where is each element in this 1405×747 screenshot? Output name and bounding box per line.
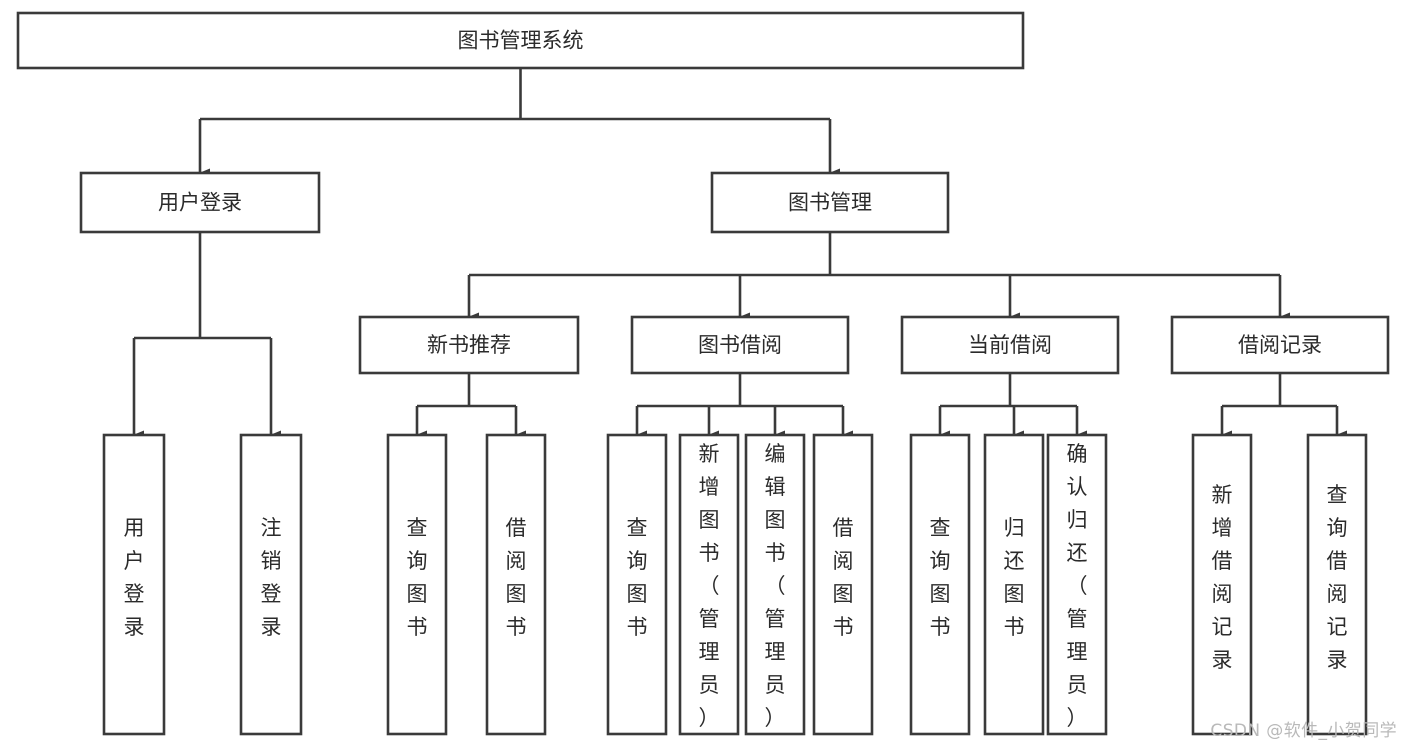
node-box <box>485 433 547 736</box>
node-label: 注销登录 <box>261 516 282 639</box>
node-label: 图书管理系统 <box>458 29 584 53</box>
node-leaf-recommend-borrow-book[interactable]: 借阅图书 <box>485 433 547 736</box>
node-box <box>1191 433 1253 736</box>
node-leaf-current-query-book[interactable]: 查询图书 <box>909 433 971 736</box>
node-new-book-recommend[interactable]: 新书推荐 <box>358 315 580 375</box>
node-leaf-borrow-borrow-book[interactable]: 借阅图书 <box>812 433 874 736</box>
node-book-manage[interactable]: 图书管理 <box>710 171 950 234</box>
node-box <box>630 315 850 375</box>
node-box <box>909 433 971 736</box>
node-box <box>16 11 1025 70</box>
node-leaf-record-query[interactable]: 查询借阅记录 <box>1306 433 1368 736</box>
node-current-borrow[interactable]: 当前借阅 <box>900 315 1120 375</box>
node-leaf-borrow-edit-book[interactable]: 编辑图书（管理员） <box>744 433 806 736</box>
node-label: 借阅记录 <box>1238 333 1322 357</box>
node-box <box>900 315 1120 375</box>
node-leaf-record-add[interactable]: 新增借阅记录 <box>1191 433 1253 736</box>
node-label: 新书推荐 <box>427 333 511 357</box>
node-label: 图书借阅 <box>698 333 782 357</box>
node-label: 确认归还（管理员） <box>1067 442 1088 730</box>
node-label: 查询图书 <box>930 516 951 639</box>
node-label: 归还图书 <box>1004 516 1025 639</box>
node-leaf-current-return-book[interactable]: 归还图书 <box>983 433 1045 736</box>
node-box <box>812 433 874 736</box>
node-label: 查询图书 <box>407 516 428 639</box>
node-leaf-user-logout[interactable]: 注销登录 <box>239 433 303 736</box>
node-box <box>710 171 950 234</box>
node-leaf-borrow-query-book[interactable]: 查询图书 <box>606 433 668 736</box>
node-label: 当前借阅 <box>968 333 1052 357</box>
node-label: 新增借阅记录 <box>1212 483 1233 672</box>
node-box <box>358 315 580 375</box>
node-borrow-record[interactable]: 借阅记录 <box>1170 315 1390 375</box>
node-leaf-user-login[interactable]: 用户登录 <box>102 433 166 736</box>
node-label: 新增图书（管理员） <box>699 442 720 730</box>
node-label: 查询借阅记录 <box>1327 483 1348 672</box>
node-root[interactable]: 图书管理系统 <box>16 11 1025 70</box>
node-box <box>983 433 1045 736</box>
node-box <box>239 433 303 736</box>
node-label: 编辑图书（管理员） <box>765 442 786 730</box>
nodes-layer: 图书管理系统用户登录图书管理新书推荐图书借阅当前借阅借阅记录用户登录注销登录查询… <box>16 11 1390 736</box>
node-leaf-current-confirm-return[interactable]: 确认归还（管理员） <box>1046 433 1108 736</box>
node-label: 借阅图书 <box>833 516 854 639</box>
node-box <box>1170 315 1390 375</box>
node-box <box>79 171 321 234</box>
node-box <box>1306 433 1368 736</box>
node-leaf-recommend-query-book[interactable]: 查询图书 <box>386 433 448 736</box>
node-label: 查询图书 <box>627 516 648 639</box>
node-box <box>606 433 668 736</box>
node-user-login[interactable]: 用户登录 <box>79 171 321 234</box>
node-box <box>102 433 166 736</box>
node-label: 用户登录 <box>158 191 242 215</box>
node-box <box>1046 433 1108 736</box>
node-label: 图书管理 <box>788 191 872 215</box>
node-label: 借阅图书 <box>506 516 527 639</box>
node-box <box>744 433 806 736</box>
node-leaf-borrow-add-book[interactable]: 新增图书（管理员） <box>678 433 740 736</box>
node-book-borrow[interactable]: 图书借阅 <box>630 315 850 375</box>
node-box <box>678 433 740 736</box>
edges-layer <box>132 68 1347 440</box>
node-label: 用户登录 <box>124 516 145 639</box>
node-box <box>386 433 448 736</box>
